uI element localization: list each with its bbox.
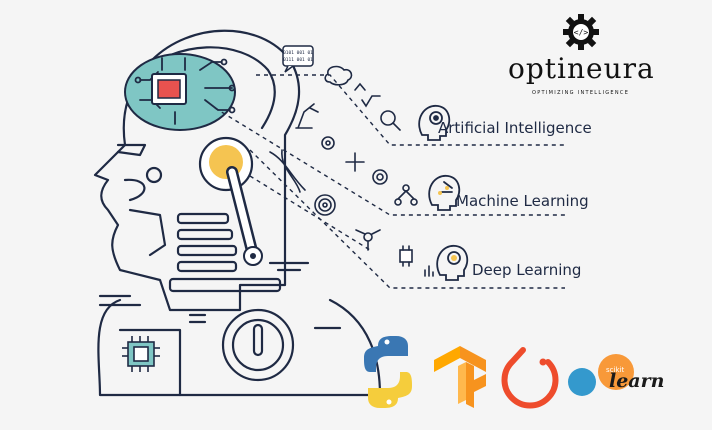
ai-head-icon [418,105,451,141]
learn-label: learn [609,370,665,392]
clock-icon [372,169,388,185]
gear-small-icon [321,136,335,150]
tensorflow-logo [434,346,486,408]
dash-top [256,74,565,146]
topic-machine-learning: Machine Learning [456,192,589,210]
python-logo [364,336,412,408]
robot-arm-icon [295,103,319,129]
dl-head-icon [436,245,469,281]
ear-sensor [145,166,163,184]
pytorch-logo [501,347,559,409]
ml-head-icon [428,175,461,211]
nose [123,178,146,202]
jaw [128,208,167,257]
brand-tagline: OPTIMIZING INTELLIGENCE [532,90,630,96]
dna-icon [269,149,306,193]
bubble-line-2: 0111 001 01 [283,57,313,63]
magnifier-icon [380,110,396,126]
chevron-up-icon [354,82,366,91]
topic-deep-learning: Deep Learning [472,261,582,279]
body-dial [221,308,295,382]
dash-ai [214,107,565,216]
scikit-learn-logo [568,354,634,396]
scikit-label: scikit [606,366,625,374]
dash-dl [249,175,371,251]
gear-code-icon: </> [563,14,599,50]
svg-text:</>: </> [574,28,589,37]
bubble-line-1: 0101 001 01 [283,50,313,56]
body-chip-icon [122,336,160,372]
sqrt-icon [361,95,381,108]
binary-bubble-icon: 0101 001 01 0111 001 01 [282,45,314,73]
brain-small-icon [324,65,353,86]
chip-small-icon [399,249,413,263]
eye [116,143,147,157]
brand-name: optineura [508,52,655,85]
dash-ml [249,149,565,289]
topic-artificial-intelligence: Artificial Intelligence [438,119,592,137]
fingerprint-icon [314,194,336,216]
body-outline [97,298,382,397]
network-icon [402,184,410,192]
